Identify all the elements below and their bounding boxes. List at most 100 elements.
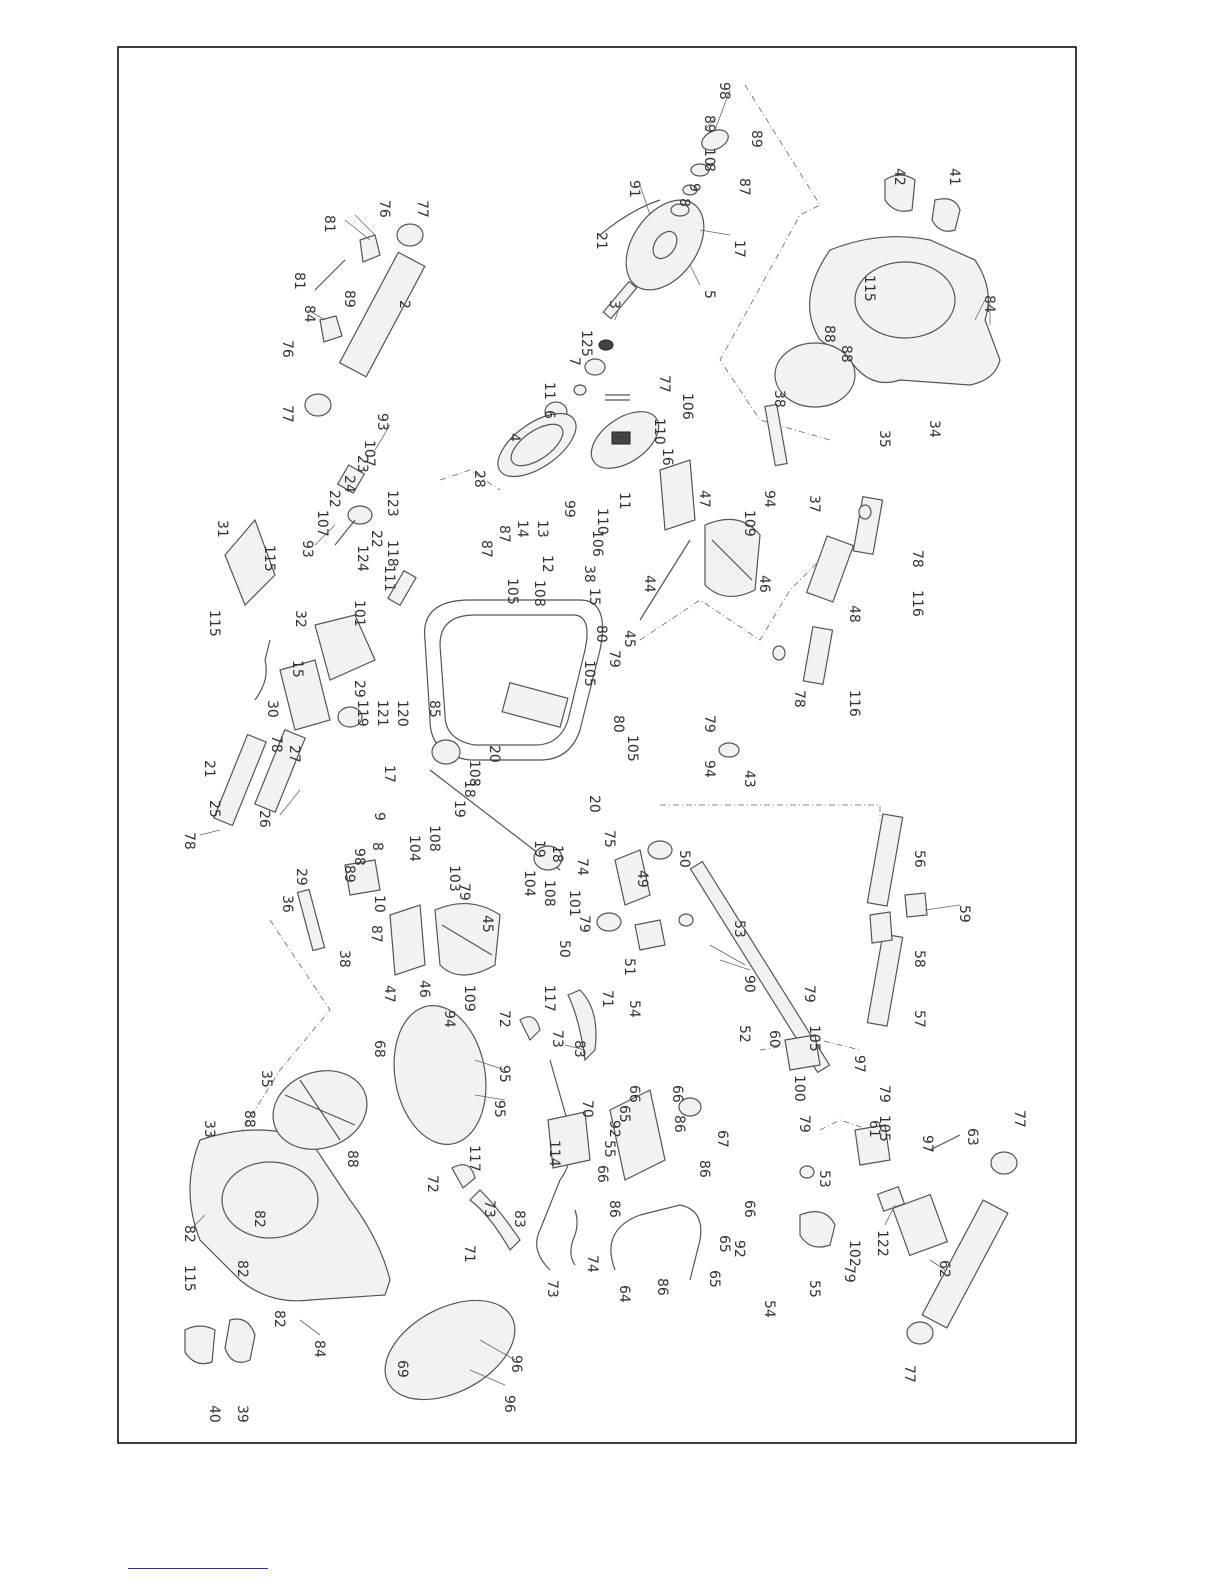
cap-53a xyxy=(678,913,694,927)
label-78: 78 xyxy=(268,735,284,753)
frame-mount-plate xyxy=(501,682,569,728)
label-108: 108 xyxy=(531,580,547,607)
footer-link-underline[interactable] xyxy=(128,1568,268,1569)
label-72: 72 xyxy=(424,1175,440,1193)
label-89: 89 xyxy=(341,290,357,308)
label-106: 106 xyxy=(679,393,695,420)
label-17: 17 xyxy=(731,240,747,258)
label-81: 81 xyxy=(321,215,337,233)
label-32: 32 xyxy=(292,610,308,628)
label-108: 108 xyxy=(541,880,557,907)
label-116: 116 xyxy=(846,690,862,717)
label-119: 119 xyxy=(354,700,370,727)
part-labels: 98 89 10 89 8 87 9 8 91 21 17 3 5 125 7 … xyxy=(181,82,1027,1423)
label-40: 40 xyxy=(206,1405,222,1423)
label-102: 102 xyxy=(846,1240,862,1267)
leader xyxy=(374,424,391,451)
leader xyxy=(279,789,301,816)
label-50: 50 xyxy=(556,940,572,958)
label-108: 108 xyxy=(466,760,482,787)
label-94: 94 xyxy=(441,1010,457,1028)
label-85: 85 xyxy=(426,700,442,718)
label-20: 20 xyxy=(486,745,502,763)
bearing-8b xyxy=(670,203,690,217)
console-30 xyxy=(279,659,331,731)
bracket-37 xyxy=(764,403,788,467)
label-101: 101 xyxy=(566,890,582,917)
shroud-34-window xyxy=(854,261,956,339)
axle-shaft xyxy=(602,280,638,320)
upright-25 xyxy=(213,733,267,827)
pulley-assembly xyxy=(497,129,729,478)
diagram-frame xyxy=(117,46,1077,1444)
label-77: 77 xyxy=(1011,1110,1027,1128)
label-39: 39 xyxy=(234,1405,250,1423)
seat-cushion-68 xyxy=(393,1005,487,1145)
label-111: 111 xyxy=(381,565,397,592)
leader xyxy=(639,184,651,216)
seat-post-cap-27 xyxy=(337,706,363,728)
leader xyxy=(929,1259,946,1271)
end-plug-77d xyxy=(990,1151,1018,1175)
bracket-47b xyxy=(389,904,426,976)
leader xyxy=(307,309,326,321)
pivot-43 xyxy=(718,742,740,758)
label-110: 110 xyxy=(651,418,667,445)
label-29: 29 xyxy=(351,680,367,698)
label-65: 65 xyxy=(616,1105,632,1123)
label-34: 34 xyxy=(926,420,942,438)
label-107: 107 xyxy=(361,440,377,467)
label-10: 10 xyxy=(371,895,387,913)
label-120: 120 xyxy=(394,700,410,727)
label-80: 80 xyxy=(593,625,609,643)
label-78: 78 xyxy=(181,832,197,850)
label-77: 77 xyxy=(901,1365,917,1383)
bolt-81 xyxy=(314,259,346,291)
label-21: 21 xyxy=(201,760,217,778)
label-109: 109 xyxy=(741,510,757,537)
disc-35b-spoke-b xyxy=(299,1079,341,1141)
label-93: 93 xyxy=(374,413,390,431)
leader xyxy=(474,1059,506,1071)
leader xyxy=(469,1369,506,1386)
label-71: 71 xyxy=(461,1245,477,1263)
cap-72a xyxy=(519,1016,541,1042)
label-110: 110 xyxy=(594,508,610,535)
label-8: 8 xyxy=(369,842,385,851)
label-7: 7 xyxy=(566,357,582,366)
console-32 xyxy=(314,614,376,681)
label-73: 73 xyxy=(549,1030,565,1048)
label-106: 106 xyxy=(589,530,605,557)
main-frame-1-inner xyxy=(439,614,588,746)
label-17: 17 xyxy=(381,765,397,783)
label-108: 108 xyxy=(426,825,442,852)
label-26: 26 xyxy=(256,810,272,828)
label-80: 80 xyxy=(610,715,626,733)
label-16: 16 xyxy=(659,448,675,466)
label-117: 117 xyxy=(541,985,557,1012)
label-38: 38 xyxy=(336,950,352,968)
label-20: 20 xyxy=(586,795,602,813)
label-63: 63 xyxy=(964,1128,980,1146)
label-33: 33 xyxy=(201,1120,217,1138)
label-105: 105 xyxy=(806,1025,822,1052)
label-86: 86 xyxy=(606,1200,622,1218)
shaft-63 xyxy=(929,1134,961,1151)
label-79: 79 xyxy=(876,1085,892,1103)
leader xyxy=(924,904,961,911)
label-5: 5 xyxy=(701,290,717,299)
label-45: 45 xyxy=(621,630,637,648)
label-87: 87 xyxy=(478,540,494,558)
label-82: 82 xyxy=(234,1260,250,1278)
label-50: 50 xyxy=(676,850,692,868)
label-105: 105 xyxy=(876,1115,892,1142)
label-42: 42 xyxy=(891,168,907,186)
leader xyxy=(199,829,221,836)
label-52: 52 xyxy=(736,1025,752,1043)
label-36: 36 xyxy=(279,895,295,913)
idler-pulley-20a xyxy=(431,739,461,765)
label-55: 55 xyxy=(806,1280,822,1298)
drive-pulley-ring xyxy=(510,423,564,467)
shroud-33-window xyxy=(221,1161,319,1239)
